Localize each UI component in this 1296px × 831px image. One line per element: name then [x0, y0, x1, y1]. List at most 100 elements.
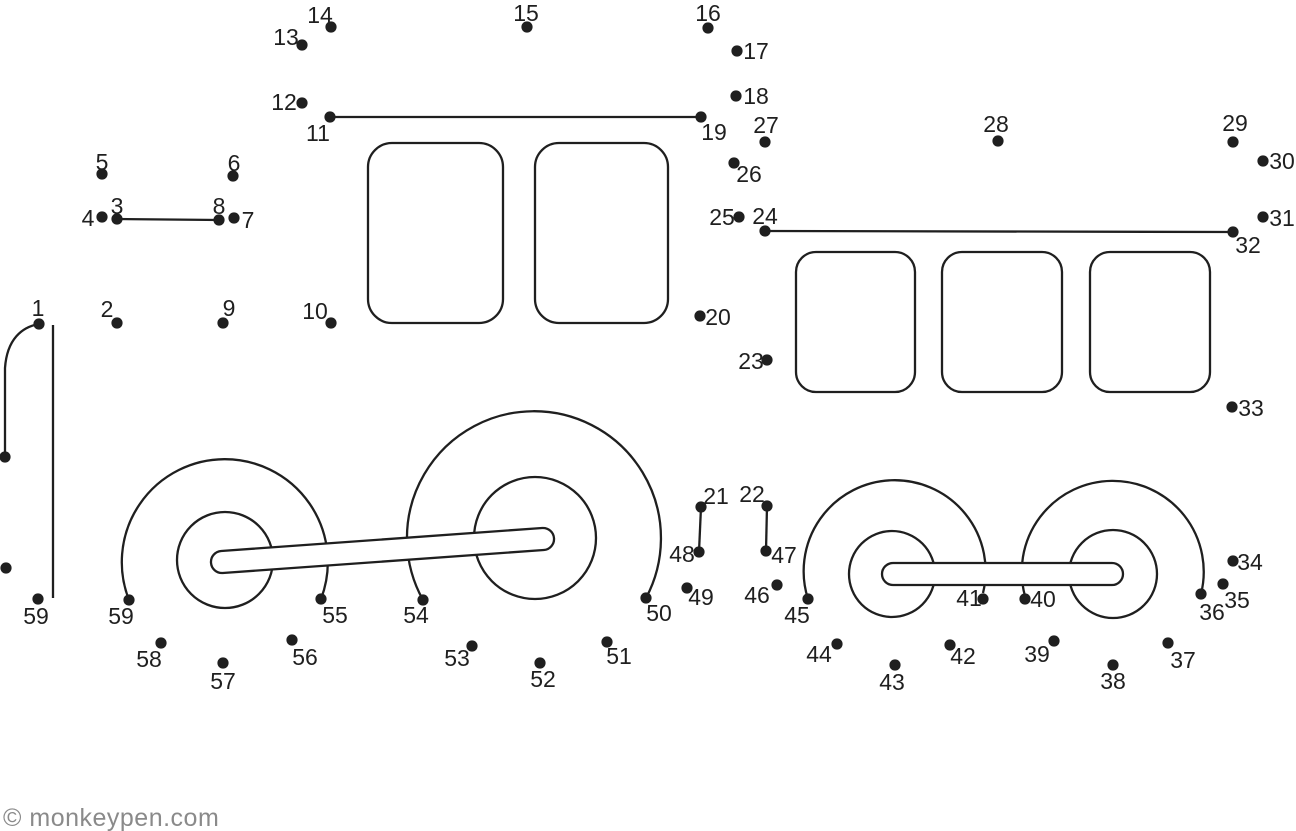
dot-label: 54 — [403, 602, 429, 628]
dot-label: 4 — [82, 205, 95, 231]
dot — [213, 214, 225, 226]
dot — [1019, 593, 1031, 605]
dot-label: 20 — [705, 304, 731, 330]
dot — [227, 170, 239, 182]
dot-label: 23 — [738, 348, 764, 374]
dot — [315, 593, 327, 605]
dot — [761, 354, 773, 366]
dot — [228, 212, 240, 224]
dot — [1227, 226, 1239, 238]
dot — [96, 168, 108, 180]
axle-bar — [880, 561, 1125, 587]
dot — [1227, 136, 1239, 148]
dot — [730, 90, 742, 102]
dot-label: 18 — [743, 83, 769, 109]
dot — [1257, 211, 1269, 223]
dot — [217, 657, 229, 669]
dot-label: 34 — [1237, 549, 1263, 575]
connector-line — [697, 506, 703, 553]
dot-label: 27 — [753, 112, 779, 138]
dot — [802, 593, 814, 605]
dot-label: 15 — [513, 0, 539, 26]
dot — [702, 22, 714, 34]
dot-label: 2 — [101, 296, 114, 322]
dot — [0, 451, 11, 463]
dot — [96, 211, 108, 223]
dot — [217, 317, 229, 329]
dot — [111, 213, 123, 225]
dot — [417, 594, 429, 606]
dot — [296, 97, 308, 109]
connector-line — [764, 505, 769, 552]
dot-label: 11 — [306, 120, 330, 146]
dot — [1257, 155, 1269, 167]
dot-label: 19 — [701, 119, 727, 145]
dot-label: 42 — [950, 643, 976, 669]
dot-label: 21 — [703, 483, 729, 509]
axle-bar — [209, 526, 556, 575]
dot — [324, 111, 336, 123]
wheel-arc — [120, 458, 329, 601]
dot — [325, 317, 337, 329]
dot-label: 17 — [743, 38, 769, 64]
dot-label: 57 — [210, 668, 236, 694]
dot-label: 14 — [307, 2, 333, 28]
wheel-arc — [802, 479, 987, 600]
dot-label: 56 — [292, 644, 318, 670]
front-curve — [3, 322, 40, 455]
dot — [771, 579, 783, 591]
dot — [534, 657, 546, 669]
dot-label: 53 — [444, 645, 470, 671]
dot-label: 41 — [956, 585, 982, 611]
dot-label: 46 — [744, 582, 770, 608]
dot-label: 12 — [271, 89, 297, 115]
dot — [640, 592, 652, 604]
dot — [296, 39, 308, 51]
dot — [831, 638, 843, 650]
window — [1088, 250, 1212, 394]
dot-label: 43 — [879, 669, 905, 695]
dot-label: 5 — [96, 149, 109, 175]
dot — [889, 659, 901, 671]
wheel-arc — [1020, 479, 1205, 597]
connector-line — [116, 217, 220, 222]
dot-label: 7 — [242, 207, 255, 233]
dot — [325, 21, 337, 33]
dot — [601, 636, 613, 648]
dot — [733, 211, 745, 223]
dot-label: 36 — [1199, 599, 1225, 625]
wheel-arc — [405, 410, 663, 601]
window — [794, 250, 917, 394]
dot-label: 49 — [688, 584, 714, 610]
dot-label: 29 — [1222, 110, 1248, 136]
dot-label: 13 — [273, 24, 299, 50]
watermark-text: © monkeypen.com — [3, 804, 220, 831]
dot-label: 48 — [669, 541, 695, 567]
dot-label: 58 — [136, 646, 162, 672]
dot-label: 50 — [646, 600, 672, 626]
dot — [123, 594, 135, 606]
dot — [1226, 401, 1238, 413]
dot-label: 39 — [1024, 641, 1050, 667]
dot-label: 16 — [695, 0, 721, 26]
dot-label: 32 — [1235, 232, 1261, 258]
dot-label: 40 — [1030, 586, 1056, 612]
dot-label: 25 — [709, 204, 735, 230]
dot — [759, 136, 771, 148]
dot — [0, 562, 12, 574]
dot — [693, 546, 705, 558]
dot-label: 9 — [223, 295, 236, 321]
window — [366, 141, 505, 325]
dot-label: 6 — [228, 150, 241, 176]
dot-label: 10 — [302, 298, 328, 324]
dot — [992, 135, 1004, 147]
dot — [761, 500, 773, 512]
dot-label: 59 — [23, 603, 49, 629]
dot — [695, 111, 707, 123]
dot — [1048, 635, 1060, 647]
dot-label: 24 — [752, 203, 778, 229]
dot-label: 59 — [108, 603, 134, 629]
dot — [466, 640, 478, 652]
dot-label: 3 — [111, 193, 124, 219]
